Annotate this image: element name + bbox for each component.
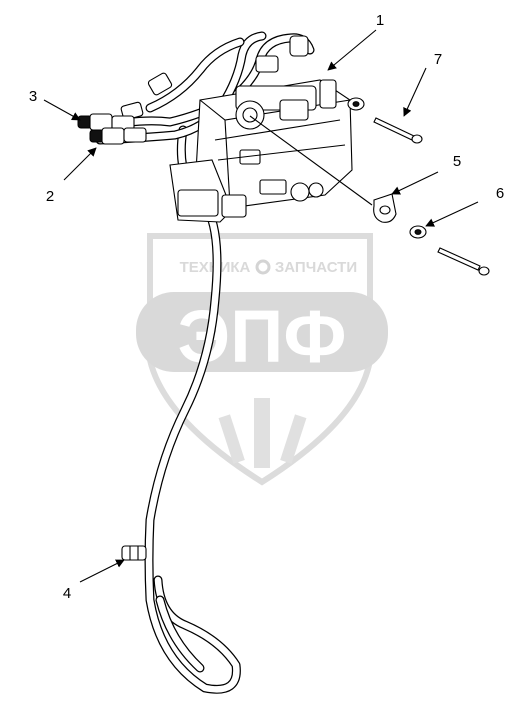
assembly-line [249, 115, 373, 206]
leader-line-1 [327, 29, 377, 71]
leader-line-6 [425, 201, 479, 227]
watermark-band [136, 292, 388, 372]
leader-line-7 [403, 67, 427, 117]
callout-label-1: 1 [376, 12, 384, 29]
clamp-5 [373, 193, 397, 223]
connector-4 [121, 545, 147, 561]
gear-icon [255, 259, 271, 275]
callout-4: 4 [63, 559, 125, 602]
callout-label-3: 3 [29, 88, 37, 105]
wire-harness [121, 125, 241, 694]
leader-line-5 [391, 171, 439, 195]
callout-5: 5 [391, 153, 461, 195]
leader-line-3 [43, 99, 81, 121]
connector-2 [89, 127, 147, 145]
wheat-icon [218, 398, 307, 468]
watermark-top-text-right: ЗАПЧАСТИ [275, 259, 357, 276]
callout-label-4: 4 [63, 585, 71, 602]
callout-label-2: 2 [46, 188, 54, 205]
callout-label-5: 5 [453, 153, 461, 170]
dosing-module [169, 79, 353, 223]
bolt-assembly-6 [409, 225, 490, 276]
leader-line-2 [63, 147, 97, 181]
watermark: ТЕХНИКА ЗАПЧАСТИ ЭПФ [136, 233, 388, 486]
callout-2: 2 [46, 147, 97, 205]
watermark-shield [147, 233, 373, 486]
callout-7: 7 [403, 51, 442, 117]
bolt-assembly-7 [347, 97, 423, 144]
callout-1: 1 [327, 12, 384, 71]
callout-label-6: 6 [496, 185, 504, 202]
callout-label-7: 7 [434, 51, 442, 68]
callout-3: 3 [29, 88, 81, 121]
leader-line-4 [79, 559, 125, 583]
callout-6: 6 [425, 185, 504, 227]
